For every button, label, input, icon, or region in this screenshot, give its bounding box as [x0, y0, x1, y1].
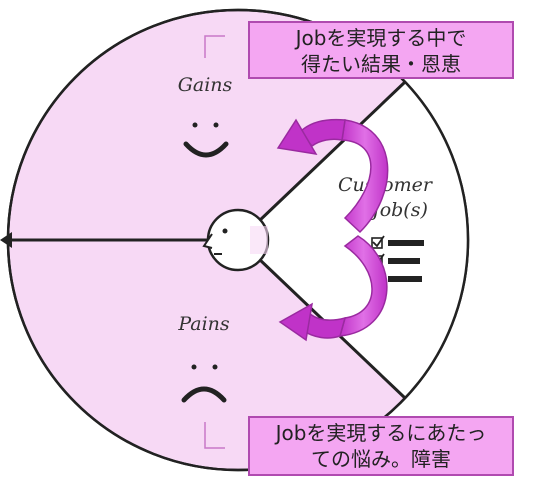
customer-head-icon [202, 208, 270, 272]
gains-job-divider [256, 80, 407, 224]
top-bracket [204, 35, 225, 58]
smile-face-icon [183, 122, 229, 158]
frown-face-icon [181, 364, 227, 403]
bottom-bracket [204, 422, 225, 449]
pains-callout-line2: ての悩み。障害 [311, 447, 451, 471]
left-arrowhead [0, 232, 12, 248]
gains-label: Gains [178, 74, 233, 96]
job-label-line2: Job(s) [368, 199, 428, 221]
gains-callout-line1: Jobを実現する中で [295, 26, 467, 50]
pains-callout-line1: Jobを実現するにあたっ [275, 421, 487, 445]
gain-creator-arrow [276, 118, 389, 234]
gains-callout-line2: 得たい結果・恩恵 [301, 52, 461, 76]
pains-callout: Jobを実現するにあたっ ての悩み。障害 [248, 416, 514, 476]
pains-label: Pains [177, 313, 230, 335]
gains-callout: Jobを実現する中で 得たい結果・恩恵 [248, 21, 514, 79]
pain-reliever-arrow [278, 235, 388, 342]
